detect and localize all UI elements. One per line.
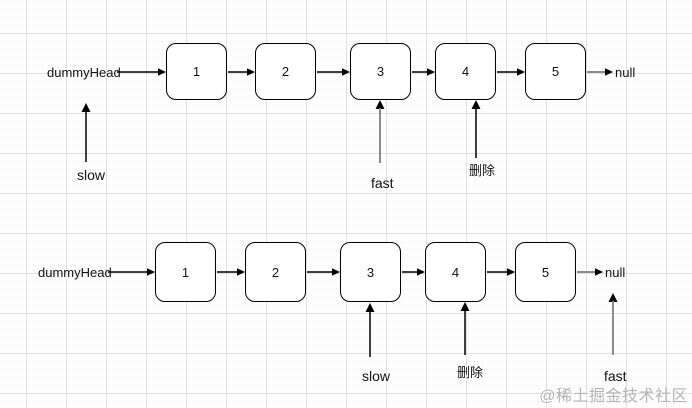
pointer-label-slow: slow (362, 368, 391, 384)
node-value: 2 (281, 64, 290, 79)
next-arrow-1-to-2-icon (228, 68, 255, 76)
next-arrow-4-to-5-icon (487, 268, 515, 276)
next-arrow-2-to-3-icon (317, 68, 350, 76)
next-arrow-5-to-null-icon (587, 68, 613, 76)
null-label: null (615, 65, 636, 80)
next-arrow-head-to-1-icon (108, 268, 155, 276)
node-value: 2 (271, 264, 280, 280)
list-node-4: 4 (425, 242, 486, 302)
list-node-1: 1 (155, 242, 216, 302)
null-label: null (605, 265, 626, 280)
dummyhead-label: dummyHead (47, 65, 121, 80)
node-value: 4 (461, 64, 470, 79)
node-value: 1 (181, 264, 190, 280)
list-node-2: 2 (245, 242, 306, 302)
list-node-3: 3 (340, 242, 401, 302)
next-arrow-3-to-4-icon (402, 268, 425, 276)
next-arrow-2-to-3-icon (307, 268, 340, 276)
pointer-label-delete: 删除 (469, 163, 496, 178)
pointer-label-fast: fast (604, 368, 627, 384)
node-value: 5 (551, 64, 560, 79)
list-node-5: 5 (515, 242, 576, 302)
next-arrow-3-to-4-icon (412, 68, 435, 76)
node-value: 5 (541, 264, 550, 280)
pointer-arrow-delete-icon (460, 302, 470, 355)
dummyhead-label: dummyHead (38, 265, 112, 280)
pointer-arrow-fast-icon (608, 293, 618, 355)
pointer-arrow-slow-icon (81, 103, 91, 162)
watermark: @稀土掘金技术社区 (539, 388, 688, 405)
list-node-4: 4 (435, 43, 496, 100)
node-value: 4 (451, 264, 460, 280)
list-node-2: 2 (255, 43, 316, 100)
list-node-1: 1 (166, 43, 227, 100)
pointer-arrow-slow-icon (365, 303, 375, 357)
pointer-label-delete: 删除 (457, 365, 484, 380)
next-arrow-4-to-5-icon (497, 68, 525, 76)
node-value: 3 (376, 64, 385, 79)
pointer-label-slow: slow (77, 167, 106, 183)
next-arrow-head-to-1-icon (117, 68, 166, 76)
node-value: 3 (366, 264, 375, 280)
next-arrow-5-to-null-icon (577, 268, 603, 276)
pointer-label-fast: fast (371, 175, 394, 191)
list-node-5: 5 (525, 43, 586, 100)
pointer-arrow-delete-icon (471, 100, 481, 158)
node-value: 1 (192, 64, 201, 79)
next-arrow-1-to-2-icon (217, 268, 245, 276)
pointer-arrow-fast-icon (375, 100, 385, 163)
list-node-3: 3 (350, 43, 411, 100)
